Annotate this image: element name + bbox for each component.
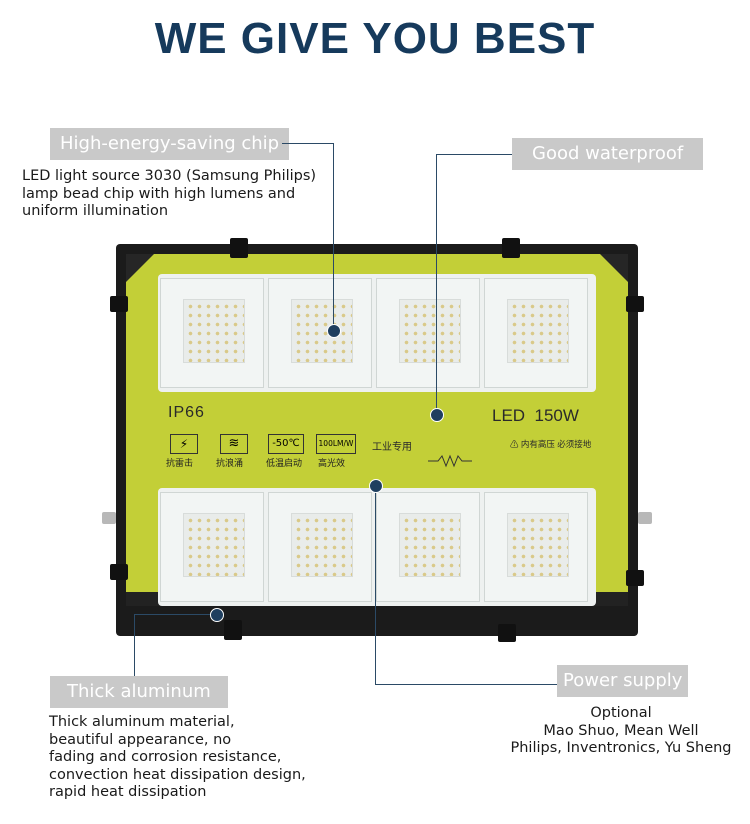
mounting-clip [110,296,128,312]
mounting-clip [110,564,128,580]
power-marker-dot [369,479,383,493]
chip-callout-description: LED light source 3030 (Samsung Philips) … [22,168,316,221]
surge-icon: ≋ [220,434,248,454]
ip-rating-label: IP66 [168,404,205,421]
aluminum-desc-line: fading and corrosion resistance, [49,749,282,765]
chip-marker-dot [327,324,341,338]
led-module [376,492,480,602]
waterproof-callout-label: Good waterproof [512,138,704,170]
floodlight-image: IP66 LED 150W ⚡ 抗雷击 ≋ 抗浪涌 -50℃ 低温启动 100L… [102,238,652,642]
led-module [268,492,372,602]
icon-label: 抗浪涌 [216,459,244,469]
waterproof-leader-line [436,154,512,155]
chip-leader-line [333,143,334,331]
icon-label: 低温启动 [266,459,303,469]
industrial-use-label: 工业专用 [372,442,412,453]
aluminum-leader-line [134,614,135,676]
cable-gland [102,512,116,524]
lightning-icon: ⚡ [170,434,198,454]
power-desc-line: Philips, Inventronics, Yu Sheng [510,740,732,756]
warning-label: ⚠ 内有高压 必须接地 [510,439,592,449]
cable-gland [638,512,652,524]
led-module [484,492,588,602]
power-leader-line [375,486,376,684]
aluminum-marker-dot [210,608,224,622]
mounting-clip [224,620,242,640]
power-desc-line: Optional [590,705,652,721]
chip-desc-line: LED light source 3030 (Samsung Philips) [22,168,317,184]
chip-desc-line: uniform illumination [22,203,169,219]
waterproof-leader-line [436,154,437,414]
lumen-icon: 100LM/W [316,434,356,454]
aluminum-desc-line: rapid heat dissipation [49,784,207,800]
mounting-clip [230,238,248,258]
aluminum-leader-line [134,614,214,615]
power-callout-label: Power supply [557,665,689,697]
mounting-clip [626,570,644,586]
aluminum-callout-description: Thick aluminum material, beautiful appea… [49,714,306,802]
led-module [160,278,264,388]
power-callout-description: Optional Mao Shuo, Mean Well Philips, In… [500,705,742,758]
led-module [484,278,588,388]
chip-leader-line [282,143,334,144]
icon-label: 高光效 [318,459,346,469]
mounting-clip [626,296,644,312]
zigzag-icon [428,454,472,468]
page-title: WE GIVE YOU BEST [154,14,596,63]
led-module [160,492,264,602]
power-desc-line: Mao Shuo, Mean Well [543,722,699,739]
temperature-icon: -50℃ [268,434,304,454]
led-module [376,278,480,388]
waterproof-marker-dot [430,408,444,422]
led-module [268,278,372,388]
model-label: LED 150W [492,406,579,425]
aluminum-desc-line: Thick aluminum material, [49,714,235,730]
mounting-clip [502,238,520,258]
chip-callout-label: High-energy-saving chip [50,128,290,160]
power-leader-line [375,684,557,685]
chip-desc-line: lamp bead chip with high lumens and [22,185,296,202]
icon-label: 抗雷击 [166,459,194,469]
mounting-clip [498,624,516,642]
aluminum-callout-label: Thick aluminum [50,676,228,708]
aluminum-desc-line: convection heat dissipation design, [49,766,306,783]
aluminum-desc-line: beautiful appearance, no [49,731,232,748]
